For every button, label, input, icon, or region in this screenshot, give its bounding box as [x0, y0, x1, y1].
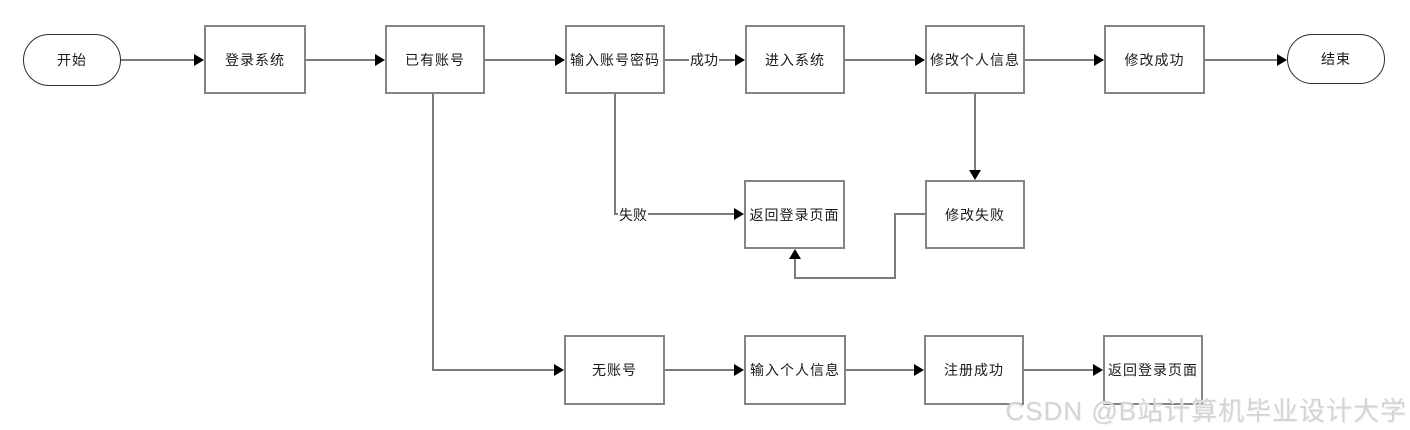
arrowhead-modify-fail-to-return-login — [789, 249, 801, 259]
flow-node-has-account: 已有账号 — [385, 25, 485, 94]
arrowhead-login-system-to-has-account — [375, 54, 385, 66]
connector-register-success-to-return-login-0 — [1023, 369, 1096, 371]
connector-no-account-to-enter-personal-info-0 — [664, 369, 737, 371]
arrowhead-has-account-to-enter-credentials — [555, 54, 565, 66]
connector-enter-personal-info-to-register-success-0 — [845, 369, 917, 371]
connector-modify-fail-to-return-login-2 — [794, 277, 896, 279]
connector-enter-credentials-fail-to-return-login-1 — [614, 213, 737, 215]
flow-node-modify-success: 修改成功 — [1104, 25, 1205, 94]
flow-node-return-login-page-2: 返回登录页面 — [1103, 335, 1203, 405]
arrowhead-enter-credentials-fail-to-return-login — [734, 208, 744, 220]
connector-login-system-to-has-account-0 — [305, 59, 378, 61]
flow-node-enter-system: 进入系统 — [745, 25, 845, 94]
arrowhead-enter-personal-info-to-register-success — [914, 364, 924, 376]
flow-node-modify-info: 修改个人信息 — [925, 25, 1025, 94]
flow-node-modify-fail: 修改失败 — [925, 180, 1025, 249]
flow-node-register-success: 注册成功 — [924, 335, 1024, 405]
arrowhead-no-account-to-enter-personal-info — [734, 364, 744, 376]
connector-modify-success-to-end-0 — [1204, 59, 1280, 61]
connector-modify-info-to-modify-success-0 — [1024, 59, 1097, 61]
flow-node-end: 结束 — [1287, 34, 1385, 84]
watermark-text: CSDN @B站计算机毕业设计大学 — [1005, 396, 1407, 426]
flow-node-start: 开始 — [23, 34, 121, 86]
flow-node-no-account: 无账号 — [564, 335, 665, 405]
flow-node-enter-personal-info: 输入个人信息 — [744, 335, 846, 405]
connector-modify-info-to-modify-fail-0 — [974, 93, 976, 173]
arrowhead-enter-credentials-to-enter-system — [735, 54, 745, 66]
connector-modify-fail-to-return-login-1 — [894, 213, 896, 279]
edge-label-failure: 失败 — [618, 205, 648, 225]
arrowhead-start-to-login-system — [194, 54, 204, 66]
flow-node-return-login-page-1: 返回登录页面 — [744, 180, 845, 249]
arrowhead-enter-system-to-modify-info — [915, 54, 925, 66]
flow-node-login-system: 登录系统 — [204, 25, 306, 94]
connector-modify-fail-to-return-login-3 — [794, 256, 796, 279]
connector-enter-system-to-modify-info-0 — [844, 59, 918, 61]
connector-has-account-to-enter-credentials-0 — [484, 59, 558, 61]
arrowhead-modify-info-to-modify-success — [1094, 54, 1104, 66]
arrowhead-modify-info-to-modify-fail — [969, 170, 981, 180]
arrowhead-has-account-to-no-account — [554, 364, 564, 376]
edge-label-success: 成功 — [689, 50, 719, 70]
connector-has-account-to-no-account-0 — [432, 93, 434, 371]
arrowhead-modify-success-to-end — [1277, 54, 1287, 66]
flow-node-enter-credentials: 输入账号密码 — [565, 25, 665, 94]
connector-modify-fail-to-return-login-0 — [894, 213, 926, 215]
connector-enter-credentials-fail-to-return-login-0 — [614, 93, 616, 215]
connector-has-account-to-no-account-1 — [432, 369, 557, 371]
arrowhead-register-success-to-return-login — [1093, 364, 1103, 376]
connector-start-to-login-system-0 — [120, 59, 197, 61]
